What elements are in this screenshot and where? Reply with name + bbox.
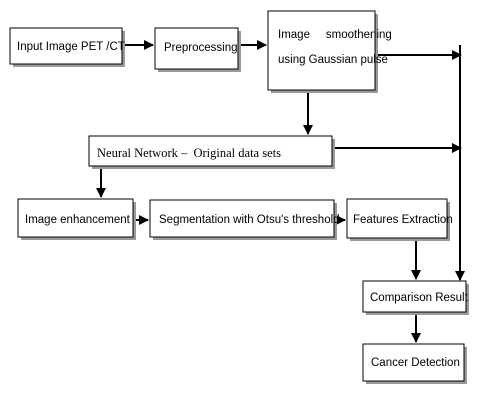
node-cancer-detection-label: Cancer Detection [371, 357, 460, 369]
node-input-image: Input Image PET /CT [9, 27, 125, 67]
node-segmentation-label: Segmentation with Otsu's threshold [159, 214, 340, 226]
node-input-image-label: Input Image PET /CT [17, 41, 125, 53]
node-features-extraction-label: Features Extraction [353, 214, 453, 226]
node-neural-network: Neural Network – Original data sets [88, 135, 335, 169]
node-preprocessing: Preprocessing [154, 27, 241, 72]
node-preprocessing-label: Preprocessing [164, 42, 238, 54]
node-comparison-result: Comparison Result [362, 280, 469, 315]
node-image-enhancement: Image enhancement [17, 198, 136, 240]
connectors [96, 40, 465, 343]
node-features-extraction: Features Extraction [346, 198, 453, 241]
node-segmentation: Segmentation with Otsu's threshold [149, 199, 340, 240]
node-smoothening-label-line2: using Gaussian pulse [278, 54, 388, 66]
node-neural-network-label: Neural Network – Original data sets [97, 146, 281, 160]
node-smoothening-label-line1: Image smoothening [278, 29, 392, 41]
node-cancer-detection: Cancer Detection [362, 343, 467, 384]
node-comparison-result-label: Comparison Result [370, 292, 469, 304]
node-smoothening: Image smoothening using Gaussian pulse [267, 10, 392, 93]
node-image-enhancement-label: Image enhancement [25, 214, 131, 226]
